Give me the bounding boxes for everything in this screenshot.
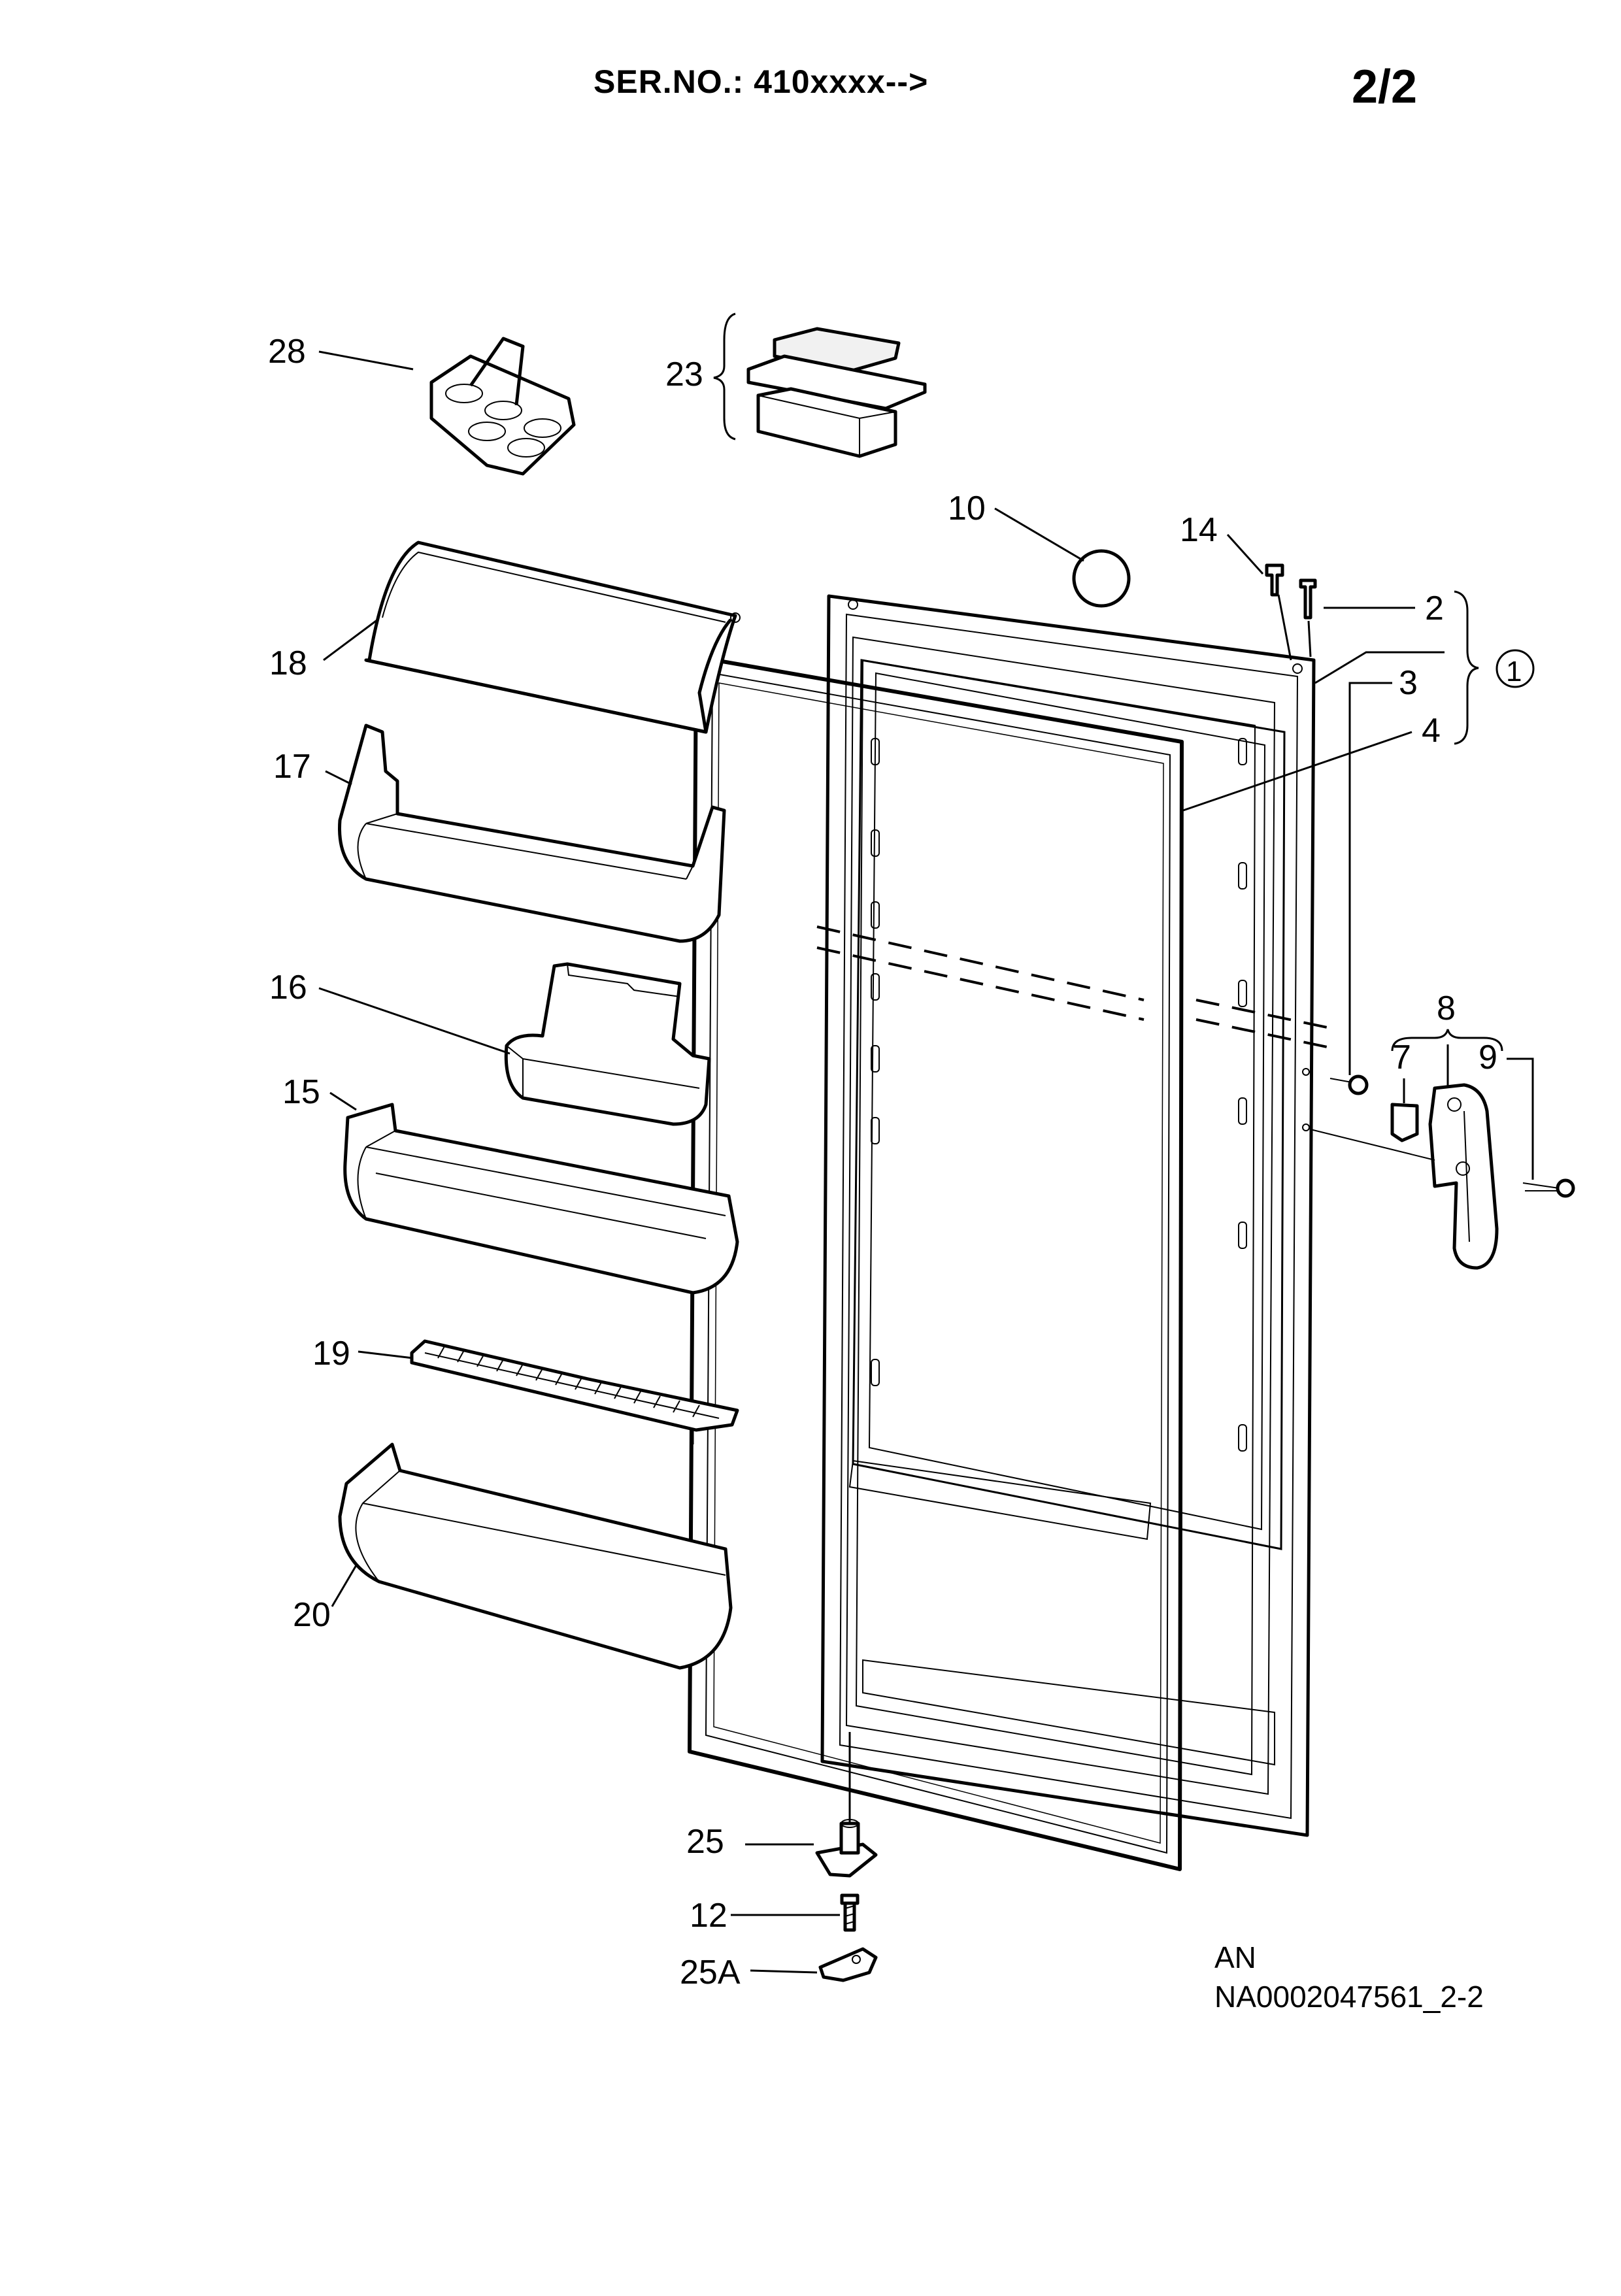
group-1-circle (1496, 649, 1535, 688)
door-shelf-middle-part (343, 1103, 739, 1295)
callout-7: 7 (1392, 1039, 1411, 1076)
callout-17: 17 (273, 748, 311, 786)
leader-9 (1507, 1057, 1534, 1180)
handle-clip-part (1390, 1103, 1419, 1142)
dairy-compartment-part (364, 541, 741, 734)
butter-dish-part (746, 327, 927, 458)
leader-2b (1307, 620, 1312, 657)
leader-17 (325, 770, 352, 786)
leader-20 (331, 1565, 358, 1607)
plug-part (1072, 549, 1131, 608)
callout-9: 9 (1479, 1039, 1497, 1076)
callout-25a: 25A (680, 1954, 741, 1991)
bottle-retainer-part (410, 1339, 739, 1444)
serial-number-range: SER.NO.: 410xxxx--> (593, 63, 929, 100)
hinge-pin-parts (1265, 563, 1317, 620)
leader-1-gasket (1314, 651, 1445, 684)
brace-1 (1454, 590, 1479, 745)
leader-3 (1348, 682, 1392, 1075)
door-gasket (688, 655, 1184, 1871)
callout-20: 20 (293, 1596, 331, 1634)
handle-screw-part (1522, 1178, 1575, 1198)
door-shelf-bottom-part (338, 1442, 733, 1670)
door-shelf-upper-part (338, 724, 726, 943)
leader-25a (750, 1969, 818, 1974)
hinge-screw-part (840, 1893, 860, 1932)
callout-3: 3 (1399, 664, 1418, 702)
brace-8 (1391, 1029, 1503, 1052)
handle-hole-upper (1302, 1068, 1310, 1076)
footer-an: AN (1214, 1940, 1256, 1974)
leader-10 (994, 507, 1084, 562)
leader-14b (1277, 594, 1292, 661)
callout-23: 23 (665, 356, 703, 393)
callout-28: 28 (268, 333, 306, 371)
callout-8: 8 (1437, 990, 1456, 1027)
door-handle-part (1428, 1083, 1499, 1270)
footer-drawing-code: NA0002047561_2-2 (1214, 1980, 1484, 2014)
callout-1: 1 (1506, 656, 1522, 688)
callout-2: 2 (1425, 590, 1444, 627)
leader-28 (318, 350, 414, 371)
callout-10: 10 (948, 490, 986, 527)
callout-25: 25 (686, 1823, 724, 1861)
callout-19: 19 (312, 1335, 350, 1373)
leader-14 (1226, 533, 1264, 575)
leader-4 (1182, 731, 1412, 812)
brace-23 (713, 312, 736, 441)
leader-19 (358, 1350, 414, 1359)
callout-12: 12 (690, 1897, 727, 1935)
callout-14: 14 (1180, 511, 1218, 549)
handle-leader-hole (1310, 1129, 1435, 1161)
leader-16 (318, 987, 510, 1055)
callout-16: 16 (269, 969, 307, 1007)
callout-15: 15 (282, 1073, 320, 1111)
leader-18 (323, 618, 378, 661)
door-shelf-small-part (504, 962, 711, 1126)
page-number: 2/2 (1352, 61, 1418, 113)
door-frame (820, 594, 1316, 1837)
leader-15 (329, 1091, 357, 1111)
handle-hole-lower (1302, 1123, 1310, 1131)
callout-18: 18 (269, 644, 307, 682)
egg-tray-part (429, 337, 576, 476)
hinge-plate-part (818, 1947, 878, 1982)
door-screw-part (1329, 1074, 1369, 1095)
lower-hinge-part (815, 1819, 878, 1878)
callout-4: 4 (1422, 712, 1441, 750)
shelf-position-dashed-line (816, 925, 1337, 1823)
